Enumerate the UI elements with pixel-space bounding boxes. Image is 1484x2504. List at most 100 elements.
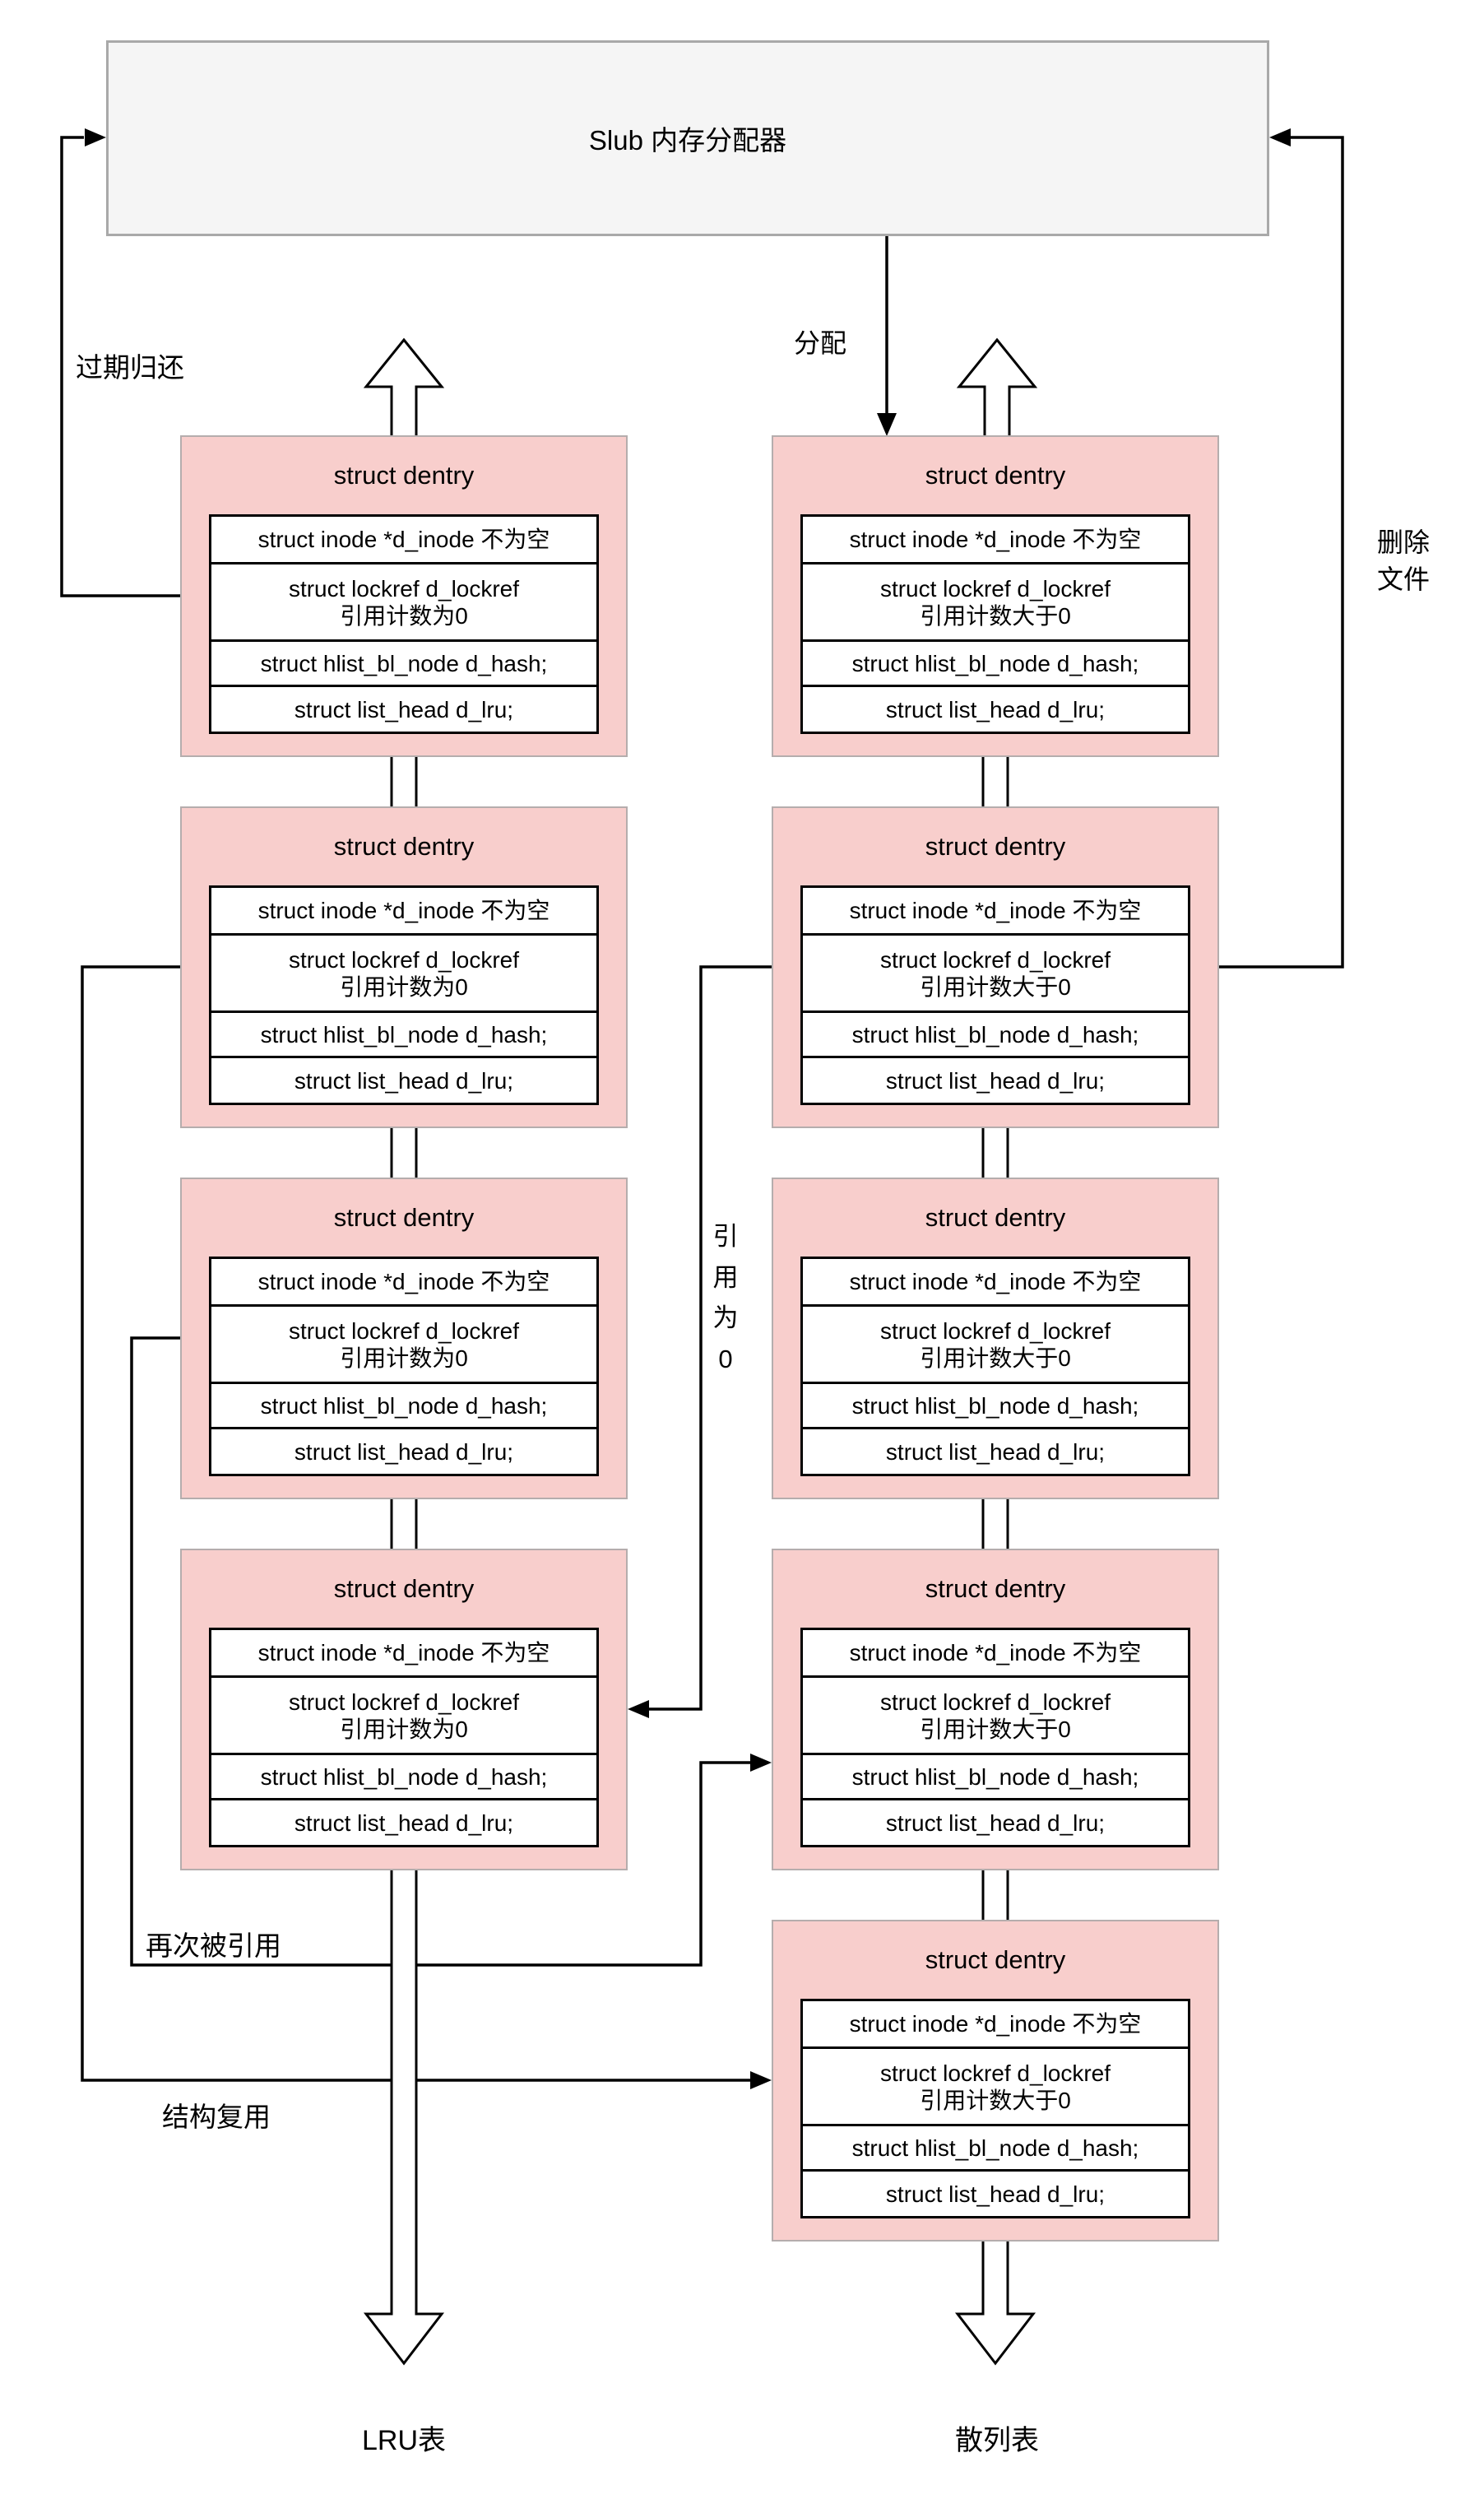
- label-allocate: 分配: [794, 328, 847, 358]
- field-d-inode: struct inode *d_inode 不为空: [849, 527, 1142, 552]
- field-d-lru: struct list_head d_lru;: [211, 685, 596, 732]
- lockref-line1: struct lockref d_lockref: [879, 1689, 1111, 1715]
- dentry-fields: struct inode *d_inode 不为空 struct lockref…: [800, 885, 1190, 1105]
- field-d-lru: struct list_head d_lru;: [803, 1056, 1188, 1103]
- field-d-inode: struct inode *d_inode 不为空: [849, 898, 1142, 923]
- field-d-inode: struct inode *d_inode 不为空: [849, 1640, 1142, 1665]
- field-d-inode: struct inode *d_inode 不为空: [257, 898, 550, 923]
- dentry-box-right-3: struct dentry struct inode *d_inode 不为空 …: [772, 1178, 1219, 1499]
- hollow-down-arrow-lru-list: [363, 1867, 445, 2366]
- field-d-hash: struct hlist_bl_node d_hash;: [211, 1382, 596, 1427]
- label-lru-list: LRU表: [361, 2425, 447, 2456]
- field-d-hash: struct hlist_bl_node d_hash;: [211, 639, 596, 685]
- field-d-lru: struct list_head d_lru;: [803, 2169, 1188, 2216]
- dentry-fields: struct inode *d_inode 不为空 struct lockref…: [800, 1257, 1190, 1476]
- label-ref-zero: 引用为0: [712, 1222, 739, 1373]
- field-d-hash: struct hlist_bl_node d_hash;: [211, 1753, 596, 1798]
- dentry-fields: struct inode *d_inode 不为空 struct lockref…: [800, 514, 1190, 734]
- lockref-line2: 引用计数大于0: [920, 2087, 1071, 2113]
- field-d-hash: struct hlist_bl_node d_hash;: [803, 639, 1188, 685]
- dentry-box-left-1: struct dentry struct inode *d_inode 不为空 …: [180, 435, 628, 757]
- dentry-box-right-4: struct dentry struct inode *d_inode 不为空 …: [772, 1549, 1219, 1870]
- lockref-line1: struct lockref d_lockref: [288, 946, 520, 973]
- label-re-referenced: 再次被引用: [146, 1930, 281, 1961]
- lockref-line1: struct lockref d_lockref: [288, 1689, 520, 1715]
- field-d-lockref: struct lockref d_lockref 引用计数为0: [211, 1675, 596, 1753]
- field-d-hash: struct hlist_bl_node d_hash;: [803, 2124, 1188, 2169]
- dentry-title: struct dentry: [925, 1203, 1066, 1232]
- dentry-title: struct dentry: [925, 832, 1066, 861]
- double-link-left-2-3: [390, 1128, 418, 1178]
- field-d-inode: struct inode *d_inode 不为空: [257, 527, 550, 552]
- dentry-title: struct dentry: [925, 1574, 1066, 1603]
- edge-struct-reuse-arrowhead: [750, 2071, 772, 2089]
- field-d-lru: struct list_head d_lru;: [211, 1427, 596, 1474]
- field-d-inode: struct inode *d_inode 不为空: [257, 1640, 550, 1665]
- dentry-fields: struct inode *d_inode 不为空 struct lockref…: [209, 885, 599, 1105]
- double-link-right-3-4: [981, 1499, 1009, 1549]
- lockref-line1: struct lockref d_lockref: [879, 946, 1111, 973]
- field-d-lru: struct list_head d_lru;: [803, 685, 1188, 732]
- label-hash-list: 散列表: [955, 2425, 1039, 2456]
- lockref-line2: 引用计数大于0: [920, 1716, 1071, 1742]
- field-d-lockref: struct lockref d_lockref 引用计数大于0: [803, 562, 1188, 639]
- slub-allocator-box: Slub 内存分配器: [106, 40, 1269, 236]
- hollow-down-arrow-hash-list: [954, 2238, 1036, 2366]
- lockref-line2: 引用计数大于0: [920, 602, 1071, 629]
- hollow-up-arrow-right-column: [956, 337, 1038, 439]
- field-d-lockref: struct lockref d_lockref 引用计数为0: [211, 933, 596, 1010]
- label-delete-file: 删除文件: [1376, 527, 1430, 594]
- field-d-lockref: struct lockref d_lockref 引用计数为0: [211, 562, 596, 639]
- dentry-title: struct dentry: [333, 832, 475, 861]
- dentry-box-left-2: struct dentry struct inode *d_inode 不为空 …: [180, 806, 628, 1128]
- edge-re-referenced-arrowhead: [750, 1754, 772, 1772]
- double-link-left-1-2: [390, 757, 418, 806]
- field-d-lockref: struct lockref d_lockref 引用计数大于0: [803, 933, 1188, 1010]
- lockref-line1: struct lockref d_lockref: [879, 575, 1111, 602]
- dentry-title: struct dentry: [925, 461, 1066, 490]
- lockref-line2: 引用计数为0: [340, 602, 468, 629]
- dentry-title: struct dentry: [333, 1203, 475, 1232]
- label-struct-reuse: 结构复用: [162, 2102, 271, 2132]
- edge-ref-zero: [649, 965, 772, 1711]
- dentry-fields: struct inode *d_inode 不为空 struct lockref…: [209, 514, 599, 734]
- edge-delete-file: [1219, 136, 1344, 969]
- lockref-line1: struct lockref d_lockref: [879, 1317, 1111, 1344]
- dentry-fields: struct inode *d_inode 不为空 struct lockref…: [209, 1628, 599, 1847]
- field-d-hash: struct hlist_bl_node d_hash;: [211, 1010, 596, 1056]
- field-d-hash: struct hlist_bl_node d_hash;: [803, 1753, 1188, 1798]
- field-d-lockref: struct lockref d_lockref 引用计数大于0: [803, 1675, 1188, 1753]
- dentry-fields: struct inode *d_inode 不为空 struct lockref…: [800, 1999, 1190, 2218]
- double-link-right-4-5: [981, 1870, 1009, 1920]
- double-link-left-3-4: [390, 1499, 418, 1549]
- field-d-lru: struct list_head d_lru;: [803, 1798, 1188, 1845]
- dentry-box-left-4: struct dentry struct inode *d_inode 不为空 …: [180, 1549, 628, 1870]
- edge-delete-file-arrowhead: [1269, 128, 1291, 146]
- lockref-line2: 引用计数大于0: [920, 973, 1071, 1000]
- field-d-lru: struct list_head d_lru;: [803, 1427, 1188, 1474]
- lockref-line1: struct lockref d_lockref: [288, 575, 520, 602]
- lockref-line2: 引用计数为0: [340, 1345, 468, 1371]
- field-d-lru: struct list_head d_lru;: [211, 1056, 596, 1103]
- field-d-lru: struct list_head d_lru;: [211, 1798, 596, 1845]
- dentry-title: struct dentry: [333, 461, 475, 490]
- field-d-inode: struct inode *d_inode 不为空: [849, 1269, 1142, 1294]
- field-d-hash: struct hlist_bl_node d_hash;: [803, 1382, 1188, 1427]
- field-d-hash: struct hlist_bl_node d_hash;: [803, 1010, 1188, 1056]
- dentry-fields: struct inode *d_inode 不为空 struct lockref…: [800, 1628, 1190, 1847]
- dentry-title: struct dentry: [333, 1574, 475, 1603]
- dentry-box-right-5: struct dentry struct inode *d_inode 不为空 …: [772, 1920, 1219, 2242]
- field-d-lockref: struct lockref d_lockref 引用计数为0: [211, 1304, 596, 1382]
- lockref-line1: struct lockref d_lockref: [288, 1317, 520, 1344]
- dentry-fields: struct inode *d_inode 不为空 struct lockref…: [209, 1257, 599, 1476]
- dentry-box-right-2: struct dentry struct inode *d_inode 不为空 …: [772, 806, 1219, 1128]
- edge-expired-return-arrowhead: [85, 128, 106, 146]
- field-d-lockref: struct lockref d_lockref 引用计数大于0: [803, 1304, 1188, 1382]
- lockref-line1: struct lockref d_lockref: [879, 2060, 1111, 2086]
- field-d-inode: struct inode *d_inode 不为空: [257, 1269, 550, 1294]
- lockref-line2: 引用计数为0: [340, 973, 468, 1000]
- dentry-box-left-3: struct dentry struct inode *d_inode 不为空 …: [180, 1178, 628, 1499]
- dentry-title: struct dentry: [925, 1945, 1066, 1974]
- lockref-line2: 引用计数大于0: [920, 1345, 1071, 1371]
